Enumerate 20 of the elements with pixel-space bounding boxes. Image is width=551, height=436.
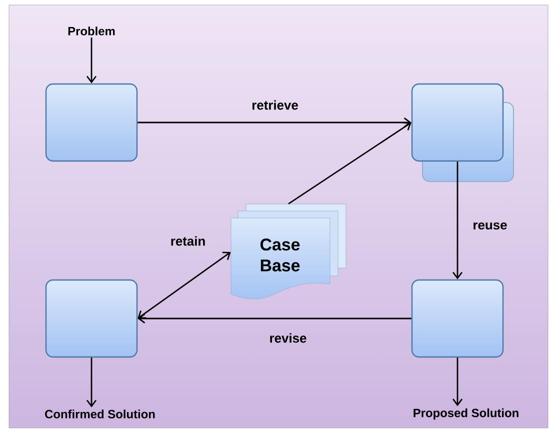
edge-label: revise	[270, 333, 306, 343]
document-stack: Case Base	[230, 204, 346, 300]
arrow	[452, 358, 463, 406]
arrow	[86, 358, 97, 408]
arrow	[86, 38, 97, 84]
process-box	[45, 279, 138, 358]
edge-label: reuse	[474, 222, 507, 230]
text-label: Proposed Solution	[414, 408, 518, 420]
text-label: Confirmed Solution	[45, 410, 155, 418]
edge-label: retrieve	[252, 100, 298, 110]
text-label: Problem	[68, 26, 115, 36]
arrow	[452, 162, 463, 280]
arrow	[138, 117, 412, 128]
process-box	[45, 83, 138, 162]
arrow	[138, 313, 412, 324]
arrow	[138, 252, 231, 319]
process-box	[411, 279, 504, 358]
edge-label: retain	[171, 236, 205, 246]
arrow	[288, 122, 412, 204]
process-box	[411, 83, 514, 182]
